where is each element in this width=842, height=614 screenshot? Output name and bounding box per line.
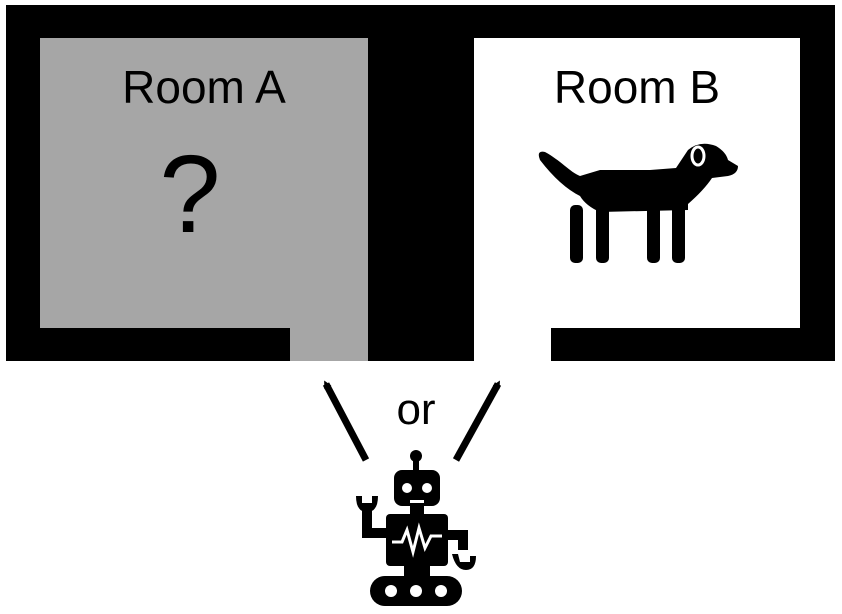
arrow-to-room-a	[322, 380, 370, 462]
room-a-floor	[40, 38, 368, 328]
or-label: or	[396, 385, 436, 434]
robot-icon	[356, 450, 476, 606]
arrow-to-room-b	[452, 380, 502, 462]
room-a-title: Room A	[122, 61, 286, 113]
room-a-doorway	[290, 326, 368, 361]
room-a	[40, 38, 368, 361]
question-mark: ?	[159, 133, 221, 256]
room-b	[474, 38, 800, 362]
room-b-title: Room B	[553, 61, 721, 113]
room-b-doorway	[474, 326, 551, 362]
dog-icon	[538, 143, 738, 263]
